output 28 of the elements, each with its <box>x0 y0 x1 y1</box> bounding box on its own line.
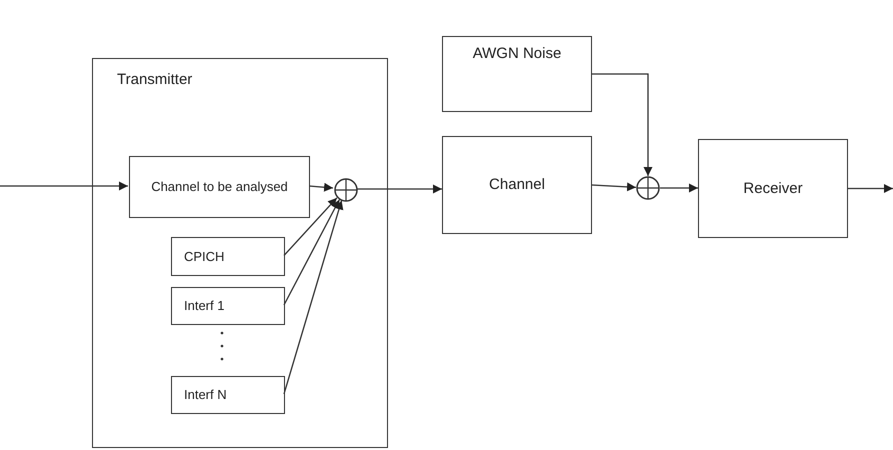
arrow <box>308 182 334 192</box>
block-box <box>698 139 848 238</box>
block-label: Interf 1 <box>184 298 224 314</box>
block-box <box>171 237 285 276</box>
block-box <box>129 156 310 218</box>
block-label: Channel to be analysed <box>151 179 288 195</box>
arrow <box>592 73 652 176</box>
arrow <box>357 184 442 194</box>
arrow <box>848 184 893 193</box>
block-label: CPICH <box>184 248 224 264</box>
group-box <box>92 58 388 448</box>
block-label: Receiver <box>743 180 803 198</box>
block-box <box>171 376 285 414</box>
block-box <box>442 136 592 234</box>
block-label: Channel <box>489 176 545 194</box>
group-title: Transmitter <box>117 71 192 89</box>
block-label: Interf N <box>184 387 227 403</box>
block-box <box>442 36 592 112</box>
arrow <box>0 182 128 190</box>
adder-symbol <box>334 178 358 202</box>
adder-symbol <box>636 176 660 200</box>
arrow <box>660 184 698 192</box>
block-box <box>171 287 285 325</box>
arrow <box>283 199 340 306</box>
block-label: AWGN Noise <box>472 45 562 63</box>
arrow <box>284 197 338 256</box>
arrow <box>592 182 636 192</box>
arrow <box>283 200 344 394</box>
